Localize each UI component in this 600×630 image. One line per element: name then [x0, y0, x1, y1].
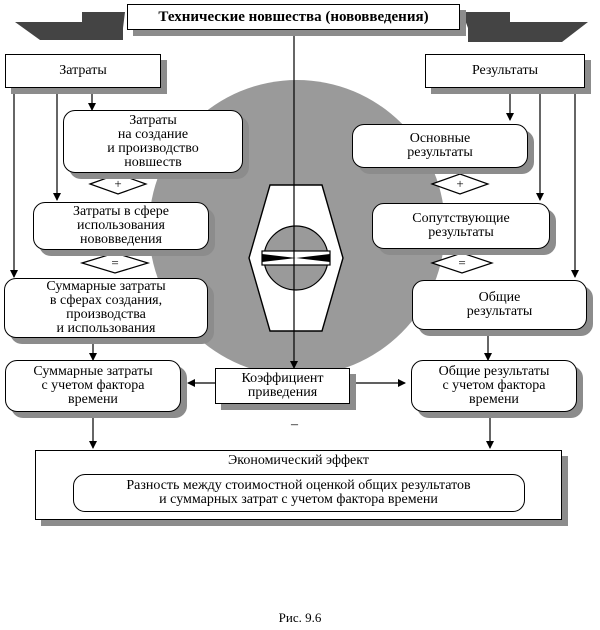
res-side-label: Сопутствующие результаты — [412, 211, 510, 240]
cost-create-label: Затраты на создание и производство новше… — [107, 112, 199, 170]
wedge-arrow-right — [462, 12, 588, 42]
title-text: Технические новшества (нововведения) — [158, 9, 429, 25]
figure-caption: Рис. 9.6 — [278, 610, 322, 625]
cost-create-box: Затраты на создание и производство новше… — [63, 110, 243, 173]
eco-effect-inner: Разность между стоимостной оценкой общих… — [72, 474, 525, 512]
coef-label: Коэффициент приведения — [241, 371, 324, 400]
cost-time-label: Суммарные затраты с учетом фактора време… — [33, 364, 153, 407]
equals-sign-left: = — [111, 255, 119, 270]
eco-effect-box: Экономический эффект Разность между стои… — [35, 450, 562, 520]
costs-box: Затраты — [5, 54, 161, 88]
equals-diamond-left — [79, 252, 151, 274]
res-main-box: Основные результаты — [352, 124, 528, 168]
equals-sign-right: = — [458, 255, 466, 270]
cost-use-label: Затраты в сфере использования нововведен… — [72, 204, 170, 247]
res-side-box: Сопутствующие результаты — [372, 203, 550, 249]
res-total-label: Общие результаты — [466, 290, 533, 319]
res-time-label: Общие результаты с учетом фактора времен… — [438, 364, 550, 407]
eco-effect-title: Экономический эффект — [228, 453, 369, 468]
coef-box: Коэффициент приведения — [215, 368, 350, 404]
cost-time-box: Суммарные затраты с учетом фактора време… — [5, 360, 181, 412]
cost-total-box: Суммарные затраты в сферах создания, про… — [4, 278, 208, 338]
costs-label: Затраты — [59, 63, 107, 78]
cost-total-label: Суммарные затраты в сферах создания, про… — [46, 279, 166, 336]
plus-diamond-left — [88, 173, 148, 195]
eco-effect-text: Разность между стоимостной оценкой общих… — [126, 478, 471, 507]
plus-sign-right: + — [456, 176, 464, 191]
equals-diamond-right — [430, 252, 494, 274]
wedge-arrow-left — [15, 12, 125, 40]
emblem-bowtie — [262, 254, 330, 262]
cost-use-box: Затраты в сфере использования нововведен… — [33, 202, 209, 250]
res-total-box: Общие результаты — [412, 280, 587, 330]
title-box: Технические новшества (нововведения) — [127, 4, 460, 30]
plus-sign-left: + — [114, 176, 122, 191]
results-label: Результаты — [471, 63, 539, 78]
results-box: Результаты — [425, 54, 585, 88]
plus-diamond-right — [430, 173, 490, 195]
res-main-label: Основные результаты — [407, 131, 473, 160]
minus-sign: – — [291, 417, 298, 432]
res-time-box: Общие результаты с учетом фактора времен… — [411, 360, 577, 412]
